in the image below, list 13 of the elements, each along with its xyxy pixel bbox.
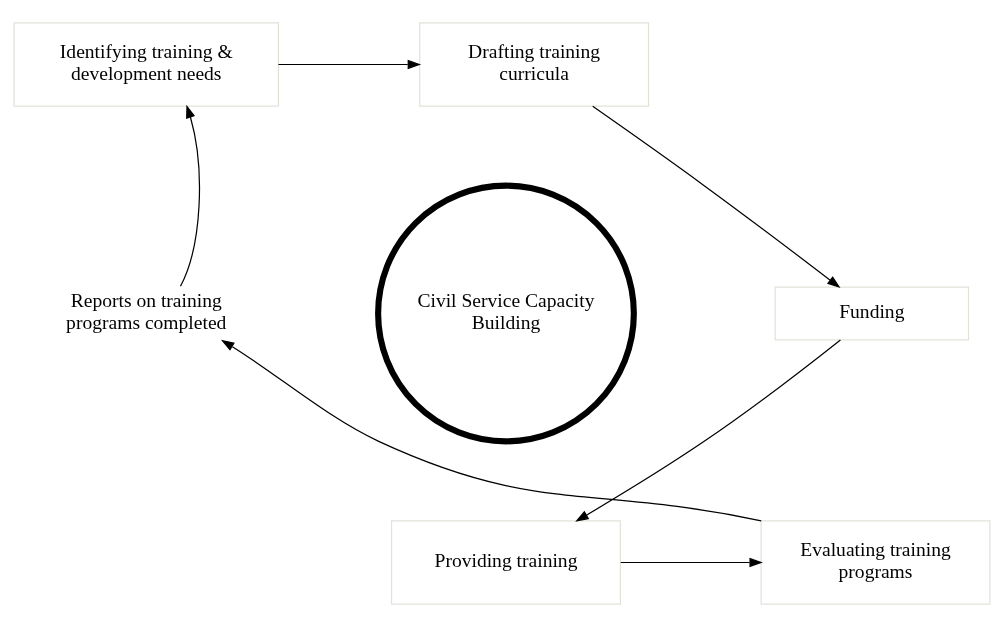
arrow [591, 105, 840, 288]
node-box: Funding [774, 286, 969, 340]
node-box: Identifying training & development needs [13, 21, 279, 107]
arrow [277, 59, 421, 69]
node-circle: Civil Service Capacity Building [374, 182, 637, 444]
node-box: Drafting training curricula [418, 21, 649, 107]
arrow [619, 557, 763, 567]
arrow [574, 338, 841, 522]
arrow [179, 104, 200, 287]
node-box: Evaluating training programs [760, 519, 990, 605]
arrow [220, 339, 762, 521]
node-box: Providing training [390, 519, 621, 605]
node-text: Reports on training programs completed [65, 289, 226, 333]
